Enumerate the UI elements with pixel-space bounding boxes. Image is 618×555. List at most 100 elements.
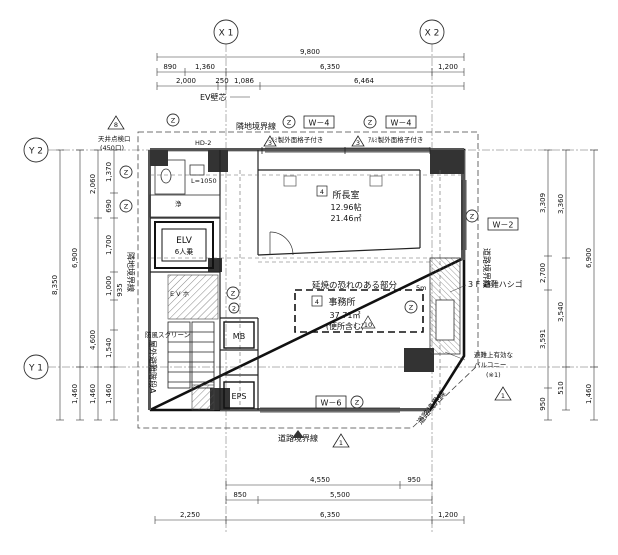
dim-left-c5: 1,540 [105, 338, 113, 358]
grille-a-label: ｱﾙﾐ製外面格子付き [268, 135, 323, 144]
tag-w2 [487, 217, 519, 231]
axis-y1-marker: Y 1 [23, 354, 598, 380]
chief-room-area: 21.46㎡ [331, 214, 362, 223]
dim-right-outer1: 1,460 [585, 384, 593, 404]
tag-1-right: 1 [501, 392, 505, 400]
outdoor-stair-label: 屋外避難階段A [148, 340, 158, 394]
interior-walls [150, 150, 421, 410]
axis-x1-label: X 1 [219, 29, 234, 39]
z-2: Z [287, 119, 292, 127]
z-9: Z [355, 399, 360, 407]
dim-right-inner1: 2,700 [539, 263, 547, 283]
dim-bottom-r2-0: 850 [233, 491, 246, 499]
dim-top-r2-1: 250 [215, 77, 228, 85]
office-title: 事務所 [328, 296, 355, 308]
right-dimensions [544, 149, 598, 421]
dim-top-r1-2: 6,350 [320, 63, 340, 71]
neighbor-top-label: 隣地境界線 [236, 121, 276, 131]
z-8: Z [409, 304, 414, 312]
fire-zone-label: 延焼の恐れのある部分 [312, 280, 398, 291]
dim-top-r1-1: 1,360 [195, 63, 215, 71]
top-dimensions [156, 53, 465, 90]
wc-area [149, 159, 221, 218]
office-num-text: 4 [315, 298, 319, 306]
elevator [154, 221, 214, 269]
ceiling-hatch-label-2: (450口) [100, 144, 124, 152]
z-markers [119, 113, 479, 409]
escape-ladder-label: 3 F 避難ハシゴ [468, 279, 523, 289]
tag-8: 8 [114, 121, 118, 129]
dim-top-r1-0: 890 [163, 63, 176, 71]
elevator-label: ELV [176, 236, 193, 246]
tag-3a: 3 [268, 139, 272, 147]
fire-zone-note: 5m [416, 284, 426, 292]
stair-landing-hatch [191, 384, 215, 411]
elevator-capacity: 6人乗 [175, 247, 193, 256]
dim-bottom-r1-0: 4,550 [310, 476, 330, 484]
dim-bottom-r3-0: 2,250 [180, 511, 200, 519]
ceiling-hatch-label-1: 天井点検口 [98, 134, 131, 143]
z-3: Z [368, 119, 373, 127]
dim-bottom-r3-1: 6,350 [320, 511, 340, 519]
tag-w6 [315, 395, 347, 409]
dim-left-c2: 1,700 [105, 235, 113, 255]
axis-y2-marker: Y 2 [23, 137, 598, 163]
site-boundary [137, 131, 479, 429]
chief-room-num-text: 4 [320, 188, 324, 196]
fire-zone-box [294, 289, 424, 333]
dim-right-mid2: 510 [557, 381, 565, 394]
window-top [261, 147, 431, 154]
tag-3b: 3 [356, 139, 360, 147]
escape-hatch-box [435, 299, 455, 341]
dim-top-r2-2: 1,086 [234, 77, 255, 85]
dim-left-a1: 1,460 [71, 384, 79, 404]
tag-w6-label: W－6 [321, 399, 342, 408]
circle-2-text: 2 [232, 305, 236, 313]
tag-w4b-label: W－4 [391, 119, 412, 128]
road-right-label: 道路境界線 [415, 389, 448, 427]
eps-label: EPS [232, 392, 247, 401]
dim-left-c3: 1,000 [105, 276, 113, 296]
z-6: Z [470, 213, 475, 221]
dim-left-b1: 4,600 [89, 330, 97, 350]
dim-right-outer0: 6,900 [585, 248, 593, 268]
axis-x1-marker: X 1 [213, 19, 239, 532]
triangle-tags [107, 115, 512, 448]
ev-hall-hatch [167, 274, 219, 320]
mb-room [223, 321, 255, 349]
z-1: Z [171, 117, 176, 125]
neighbor-left-label: 隣地境界線 [126, 252, 136, 292]
dim-right-inner3: 950 [539, 397, 547, 410]
dim-bottom-r1-1: 950 [407, 476, 420, 484]
door-swing [269, 231, 294, 256]
office-ceiling: 10 [364, 321, 372, 329]
office-num [311, 295, 323, 307]
eps-room [223, 381, 255, 409]
dim-top-r1-3: 1,200 [438, 63, 458, 71]
tag-w4b [385, 115, 417, 129]
dim-left-b2: 1,460 [89, 384, 97, 404]
dim-bottom-r3-2: 1,200 [438, 511, 458, 519]
dim-right-inner2: 3,591 [539, 329, 547, 349]
axis-x2-label: X 2 [425, 29, 440, 39]
dim-left-total: 8,350 [51, 275, 59, 295]
outdoor-stair [167, 321, 215, 389]
left-dimensions [56, 149, 118, 421]
z-7: Z [231, 290, 236, 298]
road-right-vertical-label: 道路境界線 [482, 248, 492, 288]
bottom-dimensions [154, 481, 465, 524]
axis-y1-label: Y 1 [28, 364, 43, 374]
ev-wall-label: EV壁芯 [200, 92, 227, 102]
office-note: (便所含む) [326, 321, 364, 331]
dim-left-c0: 1,370 [105, 162, 113, 182]
grille-b-label: ｱﾙﾐ製外面格子付き [368, 135, 423, 144]
chief-room-num [316, 185, 328, 197]
circle-2-marker [228, 302, 240, 314]
dim-bottom-r2-1: 5,500 [330, 491, 350, 499]
balcony-label-2: バルコニー [474, 361, 506, 369]
hd-label: HD-2 [195, 139, 211, 147]
wc-sink-label: L=1050 [191, 177, 217, 185]
axis-y2-label: Y 2 [28, 147, 43, 157]
bottom-center-marker [292, 430, 304, 438]
